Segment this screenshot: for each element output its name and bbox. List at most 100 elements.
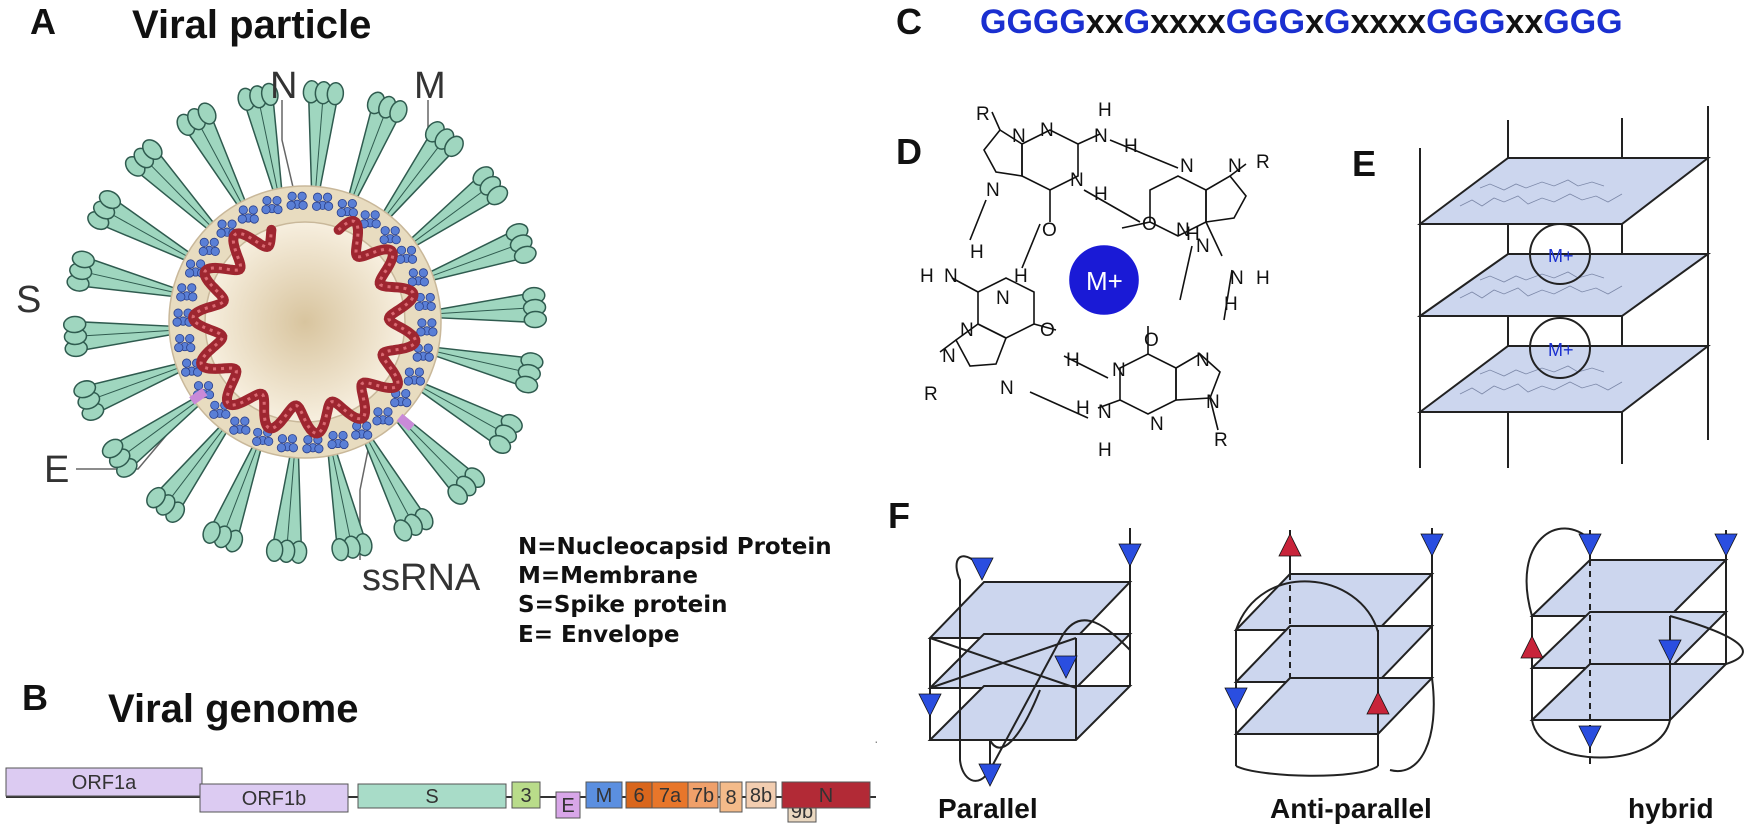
spike-protein [362, 435, 434, 542]
atom-label: H [1098, 440, 1112, 461]
atom-label: N [960, 320, 974, 341]
g-tetrad [1417, 157, 1711, 225]
envelope-outer-edge [168, 185, 442, 459]
atom-label: N [1000, 378, 1014, 399]
spike-protein [380, 121, 464, 221]
strand-arrow [1520, 635, 1544, 659]
gene-label: 3 [520, 785, 531, 807]
topology-parallel [927, 528, 1133, 782]
membrane-protein [311, 192, 334, 211]
strand-arrow [1658, 639, 1682, 663]
spike-protein [435, 286, 548, 329]
membrane-protein [416, 318, 438, 337]
spike-protein [426, 223, 537, 282]
legend-item: S=Spike protein [518, 592, 728, 618]
strand-arrow [918, 693, 942, 717]
spike-protein [393, 412, 486, 505]
gene-label: ORF1a [72, 772, 137, 794]
spike-protein [124, 139, 217, 232]
atom-label: N [1228, 156, 1242, 177]
callout-line-n [281, 100, 297, 201]
atom-label: N [1070, 170, 1084, 191]
gene-s: S [357, 783, 507, 809]
legend-item: E= Envelope [518, 622, 679, 648]
atom-label: H [1076, 398, 1090, 419]
atom-label: H [1224, 294, 1238, 315]
membrane-protein [229, 416, 251, 435]
atom-label: H [1094, 184, 1108, 205]
atom-label: N [1112, 360, 1126, 381]
gene-n: N [781, 781, 871, 809]
membrane-protein [403, 367, 425, 386]
gene-label: 8b [750, 785, 772, 807]
atom-label: N [986, 180, 1000, 201]
membrane-protein [327, 430, 349, 450]
atom-label: N [1094, 126, 1108, 147]
legend: N=Nucleocapsid Protein M=Membrane S=Spik… [518, 534, 832, 648]
panel-d: D [896, 100, 1270, 461]
panel-letter-d: D [896, 131, 922, 172]
strand-direction-arrows [918, 533, 1738, 787]
spike-protein [237, 82, 283, 195]
guanine-run: GGGG [980, 3, 1086, 41]
atom-label: R [976, 104, 990, 125]
legend-item: M=Membrane [518, 563, 698, 589]
strand-arrow [1578, 533, 1602, 557]
g-tetrad [1417, 345, 1711, 413]
spike-protein [327, 449, 373, 562]
label-ssrna: ssRNA [362, 557, 481, 599]
atom-label: N [1150, 414, 1164, 435]
guanine-run: GGG [1226, 3, 1305, 41]
atom-label: O [1142, 214, 1157, 235]
cation-label: M+ [1086, 266, 1123, 296]
gene-label: 8 [725, 787, 736, 809]
membrane-protein [379, 226, 401, 245]
gene-label: 7b [692, 785, 714, 807]
gene-label: ORF1b [242, 788, 306, 810]
g-quadruplex-sequence: GGGGxxGxxxxGGGxGxxxxGGGxxGGG [980, 3, 1623, 41]
g-tetrads [1416, 157, 1712, 413]
atom-label: O [1042, 220, 1057, 241]
atom-label: N [1098, 402, 1112, 423]
atom-label: N [944, 266, 958, 287]
atom-label: N [1176, 220, 1190, 241]
label-m: M [414, 65, 446, 107]
membrane-protein [414, 292, 436, 312]
guanine-run: G [1124, 3, 1150, 41]
topology-antiparallel [1233, 528, 1435, 777]
spike-protein [87, 190, 193, 263]
atom-label: N [1180, 156, 1194, 177]
hydrogen-bonds [969, 139, 1233, 419]
gene-label: 7a [659, 785, 682, 807]
label-n: N [270, 65, 297, 107]
panel-b-title: Viral genome [108, 687, 358, 731]
panel-e: E M+ M+ [1352, 106, 1712, 468]
strand-arrow [1278, 533, 1302, 557]
gene-8b: 8b [745, 781, 777, 809]
atom-label: N [1196, 350, 1210, 371]
topology-label-parallel: Parallel [938, 793, 1038, 824]
panel-c: C GGGGxxGxxxxGGGxGxxxxGGGxxGGG [896, 1, 1623, 42]
atom-label: H [1256, 268, 1270, 289]
gene-e: E [555, 791, 581, 819]
atom-label: N [996, 288, 1010, 309]
atom-label: H [1124, 136, 1138, 157]
gene-m: M [585, 781, 623, 809]
label-s: S [16, 279, 41, 321]
gene-label: E [561, 795, 574, 817]
gene-7a: 7a [651, 781, 689, 809]
atom-label: N [942, 346, 956, 367]
cation-label: M+ [1548, 246, 1574, 266]
strand-arrow [1224, 687, 1248, 711]
gene-label: S [425, 786, 438, 808]
legend-item: N=Nucleocapsid Protein [518, 534, 832, 560]
atom-label: H [1186, 224, 1200, 245]
spike-protein [62, 315, 175, 358]
atom-label: O [1144, 330, 1159, 351]
gene-label: M [596, 785, 613, 807]
membrane-protein [261, 195, 283, 215]
membrane-protein [176, 283, 198, 302]
atom-label: R [1214, 430, 1228, 451]
